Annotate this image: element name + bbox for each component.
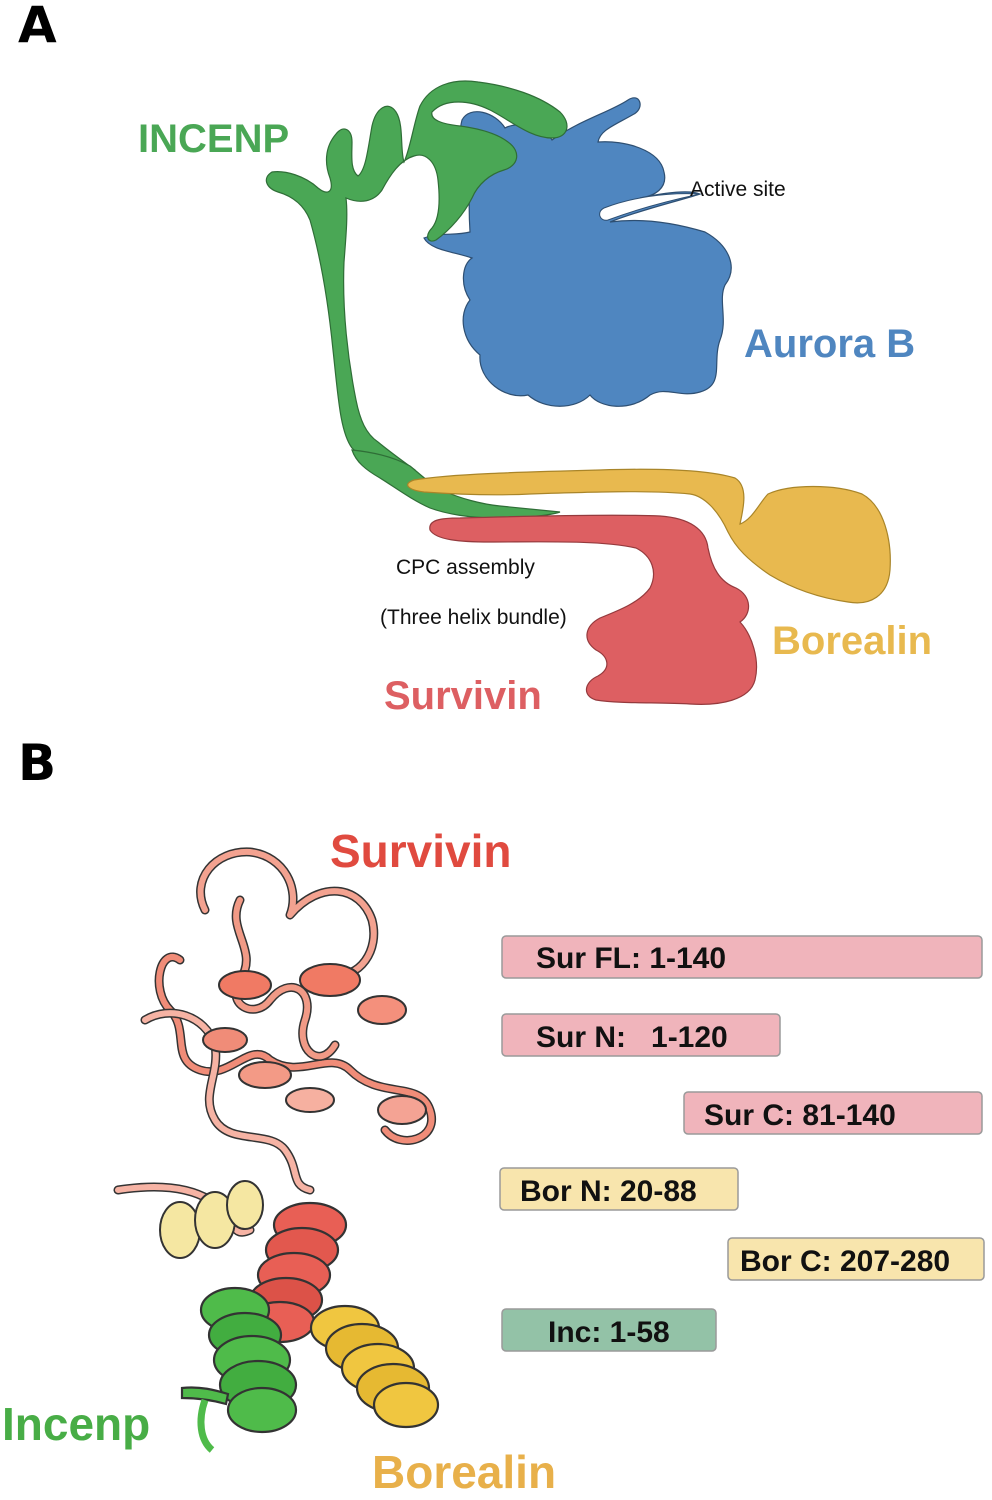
construct-label: Sur FL: 1-140 <box>536 942 726 975</box>
survivin-label-a: Survivin <box>384 674 542 718</box>
cpc-assembly-label: CPC assembly <box>396 556 535 579</box>
construct-label: Sur N: 1-120 <box>536 1021 728 1054</box>
construct-bar-inc: Inc: 1-58 <box>501 1308 717 1352</box>
survivin-structure <box>113 847 437 1237</box>
incenp-label-b: Incenp <box>2 1398 150 1450</box>
construct-bar-sur-fl: Sur FL: 1-140 <box>501 935 983 979</box>
borealin-n-helix <box>159 1180 264 1259</box>
aurora-b-label: Aurora B <box>744 322 915 366</box>
construct-bar-bor-n: Bor N: 20-88 <box>499 1167 739 1211</box>
survivin-shape <box>429 514 758 705</box>
borealin-label-a: Borealin <box>772 619 932 663</box>
active-site-cleft <box>599 193 701 221</box>
construct-label: Sur C: 81-140 <box>704 1099 896 1132</box>
survivin-helices <box>202 963 427 1125</box>
borealin-shape <box>407 468 891 604</box>
active-site-label: Active site <box>690 178 786 201</box>
construct-label: Bor C: 207-280 <box>740 1245 950 1278</box>
incenp-helix <box>180 1286 298 1453</box>
construct-bar-bor-c: Bor C: 207-280 <box>727 1237 985 1281</box>
aurora-b-shape <box>423 97 732 407</box>
survivin-label-b: Survivin <box>330 825 512 877</box>
construct-label: Inc: 1-58 <box>548 1316 670 1349</box>
construct-bar-sur-c: Sur C: 81-140 <box>683 1091 983 1135</box>
panel-b-letter: B <box>18 734 56 792</box>
incenp-label-a: INCENP <box>138 117 289 161</box>
panel-a-letter: A <box>18 0 57 54</box>
construct-label: Bor N: 20-88 <box>520 1175 697 1208</box>
three-helix-bundle-label: (Three helix bundle) <box>380 606 567 629</box>
borealin-label-b: Borealin <box>372 1446 556 1498</box>
incenp-tail <box>351 449 561 519</box>
incenp-shape <box>265 80 568 479</box>
borealin-c-helix <box>309 1304 440 1429</box>
construct-bar-sur-n: Sur N: 1-120 <box>501 1013 781 1057</box>
